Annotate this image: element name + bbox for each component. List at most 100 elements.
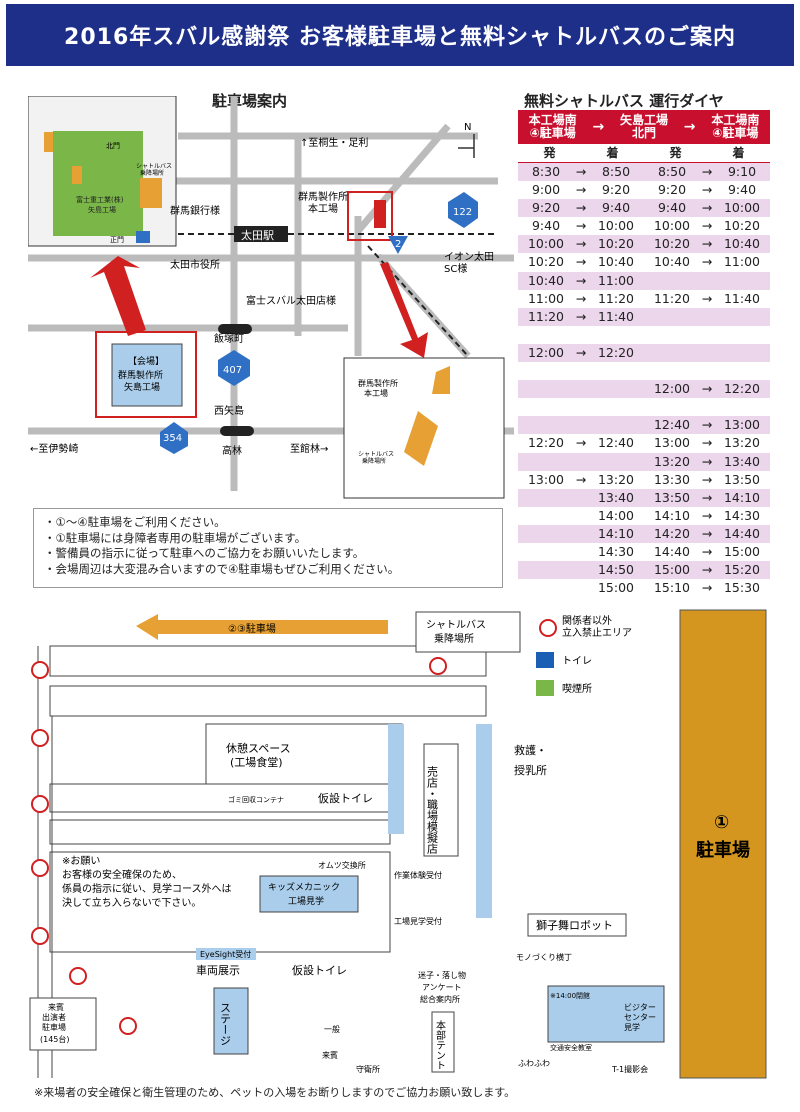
inset2-plant-label: 群馬製作所 [358,378,398,388]
arrow [574,398,588,416]
arrow: → [701,543,713,559]
red-arrow-2 [380,262,428,358]
time-cell [644,308,700,326]
svg-text:お客様の安全確保のため、: お客様の安全確保のため、 [62,868,182,881]
time-cell: 11:20 [527,308,565,324]
arrow: → [701,218,713,234]
time-cell: 10:40 [723,236,761,252]
time-cell: 14:30 [723,507,761,523]
time-cell: 13:40 [723,453,761,469]
time-cell: 12:00 [527,344,565,360]
vehicle-label: 車両展示 [196,963,240,977]
arrow [574,416,588,434]
timetable-row: 12:00→12:20 [518,380,770,399]
isesaki-label: ←至伊勢崎 [30,442,78,455]
time-cell [644,344,700,362]
arrow: → [575,182,587,198]
time-cell [714,344,770,362]
svg-text:矢島工場: 矢島工場 [88,205,116,214]
arrow: → [575,308,587,324]
time-cell: 8:30 [531,164,561,179]
time-cell: 13:50 [723,471,761,487]
svg-text:見学: 見学 [624,1022,640,1032]
note: ・警備員の指示に従って駐車へのご協力をお願いいたします。 [44,546,365,560]
time-cell: 15:20 [723,562,761,578]
route-407: 407 [223,365,242,376]
time-cell: 14:50 [597,562,635,578]
time-cell [518,398,574,416]
time-cell [518,543,574,561]
legend-toilet: トイレ [562,656,592,667]
general-label: 一般 [324,1024,340,1034]
temp-toilet-1: 仮設トイレ [318,791,373,805]
visitor-center-label: ビジター [624,1003,656,1012]
svg-text:係員の指示に従い、見学コース外へは: 係員の指示に従い、見学コース外へは [62,882,232,895]
time-cell: 9:40 [601,200,631,216]
takabayashi-label: 高林 [222,444,242,457]
kiryu-label: ↑至桐生・足利 [300,136,368,149]
time-cell: 9:00 [531,182,561,198]
time-cell: 13:00 [527,471,565,487]
monozukuri-label: モノづくり横丁 [516,952,572,962]
hq-label: 本部テント [434,1019,446,1070]
time-cell: 12:40 [597,435,635,451]
time-cell [644,362,700,380]
arrow [574,362,588,380]
arrow [574,561,588,579]
parking-notes: ・①～④駐車場をご利用ください。 ・①駐車場には身障者専用の駐車場がございます。… [33,508,503,588]
arrow [700,398,714,416]
arrow: → [592,118,605,135]
svg-text:立入禁止エリア: 立入禁止エリア [562,626,632,639]
time-cell: 14:10 [723,489,761,505]
time-cell: 13:40 [597,489,635,505]
arrow [574,453,588,471]
arrow: → [701,254,713,270]
svg-text:本工場: 本工場 [308,202,338,215]
time-cell: 12:20 [527,435,565,451]
time-cell: 12:20 [597,344,635,360]
arrow [574,326,588,344]
route-354: 354 [163,433,182,444]
time-cell: 13:20 [597,471,635,487]
legend-restricted: 関係者以外 [562,615,612,627]
time-cell [714,362,770,380]
arrow [700,272,714,290]
route-122: 122 [453,207,472,218]
arrow: → [701,507,713,523]
time-cell: 13:30 [653,471,691,487]
time-cell: 10:40 [527,272,565,288]
svg-text:駐車場: 駐車場 [42,1022,66,1032]
timetable-row: 10:40→11:00 [518,271,770,290]
svg-text:決して立ち入らないで下さい。: 決して立ち入らないで下さい。 [62,896,201,909]
time-cell [518,489,574,507]
closing-label: ※14:00閉館 [550,991,590,1000]
svg-text:乗降場所: 乗降場所 [140,169,164,177]
iizuka-label: 飯塚町 [214,332,244,345]
arrow: → [701,562,713,578]
time-cell: 14:10 [597,525,635,541]
time-cell [644,272,700,290]
time-cell: 13:20 [723,435,761,451]
time-cell: 14:00 [597,507,635,523]
time-cell [714,308,770,326]
fuwafuwa-label: ふわふわ [518,1059,550,1068]
work-exp-label: 作業体験受付 [394,870,442,880]
time-cell: 10:20 [527,254,565,270]
time-cell: 11:40 [723,290,761,306]
svg-text:群馬製作所: 群馬製作所 [118,369,163,381]
arrow: → [575,435,587,451]
svg-text:(145台): (145台) [40,1034,70,1044]
time-cell [644,398,700,416]
time-cell [714,398,770,416]
arrow [574,543,588,561]
arrow [574,489,588,507]
arrow: → [701,164,713,179]
time-cell: 15:00 [723,543,761,559]
